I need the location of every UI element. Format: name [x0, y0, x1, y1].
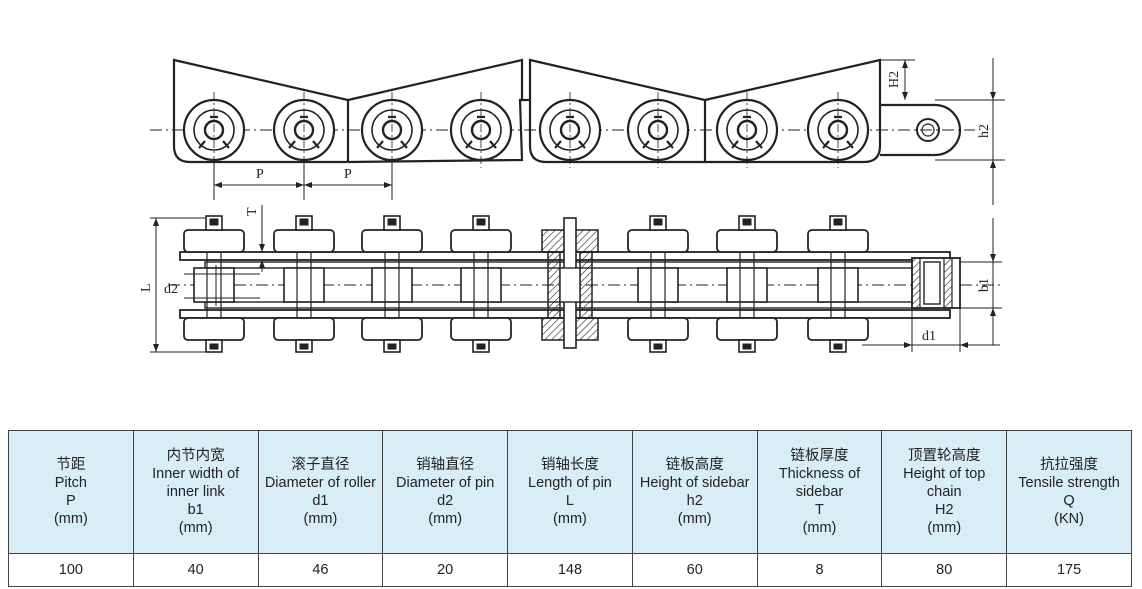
header-text: Diameter of roller: [264, 475, 377, 491]
header-text: Thickness of: [778, 466, 861, 482]
top-wheel: [627, 215, 689, 353]
sectioned-pin: [541, 217, 599, 349]
header-text: (mm): [927, 520, 962, 536]
sidebar-plate: [172, 58, 350, 164]
header-text: 销轴直径: [416, 457, 475, 473]
header-text: 滚子直径: [291, 457, 350, 473]
sidebar-plate: [528, 58, 707, 164]
header-text: (mm): [428, 511, 463, 527]
spec-header-d1: 滚子直径 Diameter of roller d1 (mm): [257, 430, 384, 554]
header-text: 顶置轮高度: [907, 448, 981, 464]
header-text: P: [66, 493, 76, 509]
spec-value-l: 148: [507, 553, 633, 587]
top-wheel: [361, 215, 423, 353]
roller: [538, 92, 602, 168]
top-wheel: [716, 215, 778, 353]
header-text: Pitch: [54, 475, 87, 491]
header-text: (mm): [677, 511, 712, 527]
header-text: Length of pin: [528, 475, 612, 491]
spec-value-p: 100: [8, 553, 134, 587]
spec-value-d2: 20: [382, 553, 509, 587]
header-text: L: [565, 493, 574, 509]
header-text: 内节内宽: [166, 448, 225, 464]
spec-value-d1: 46: [257, 553, 384, 587]
header-text: T: [815, 502, 824, 518]
pin-diameter-label: d2: [164, 282, 178, 297]
header-text: (KN): [1054, 511, 1084, 527]
spec-value-t: 8: [756, 553, 883, 587]
roller: [360, 92, 424, 168]
h2-top-label: H2: [887, 71, 902, 88]
roller: [449, 92, 513, 168]
h2-sidebar-label: h2: [977, 124, 992, 138]
roller: [272, 92, 336, 168]
header-text: Inner width of: [152, 466, 240, 482]
header-text: Tensile strength: [1018, 475, 1120, 491]
roller: [182, 92, 246, 168]
header-text: Height of sidebar: [639, 475, 750, 491]
sidebar-plate: [704, 58, 882, 164]
thickness-label: T: [245, 207, 260, 216]
header-text: sidebar: [795, 484, 844, 500]
pitch-label: P: [344, 167, 352, 182]
roller: [715, 92, 779, 168]
header-text: h2: [686, 493, 703, 509]
header-text: 链板高度: [665, 457, 724, 473]
spec-header-d2: 销轴直径 Diameter of pin d2 (mm): [382, 430, 509, 554]
top-wheel: [273, 215, 335, 353]
spec-header-b1: 内节内宽 Inner width of inner link b1 (mm): [132, 430, 259, 554]
header-text: chain: [926, 484, 962, 500]
header-text: Height of top: [903, 466, 986, 482]
header-text: H2: [934, 502, 954, 518]
pin-length-label: L: [139, 283, 154, 292]
header-text: 节距: [56, 457, 86, 473]
header-text: Diameter of pin: [396, 475, 495, 491]
top-wheel: [807, 215, 869, 353]
header-text: Q: [1063, 493, 1075, 509]
header-text: (mm): [553, 511, 587, 527]
sidebar-plate: [347, 58, 524, 164]
header-text: (mm): [802, 520, 837, 536]
header-text: 销轴长度: [540, 457, 599, 473]
top-wheel: [183, 215, 245, 353]
spec-value-b1: 40: [132, 553, 259, 587]
header-text: b1: [187, 502, 204, 518]
plan-view: [150, 205, 1002, 353]
spec-header-h2: 链板高度 Height of sidebar h2 (mm): [631, 430, 758, 554]
inner-width-label: b1: [977, 278, 992, 292]
spec-value-h2: 80: [881, 553, 1008, 587]
header-text: d1: [312, 493, 329, 509]
side-view: [150, 58, 1005, 205]
header-text: (mm): [53, 511, 88, 527]
spec-value-q: 175: [1006, 553, 1132, 587]
spec-value-h2: 60: [631, 553, 758, 587]
header-text: 链板厚度: [790, 448, 849, 464]
header-text: (mm): [303, 511, 338, 527]
header-text: (mm): [178, 520, 213, 536]
chain-technical-drawing: P P H2 h2 T L d2 b1 d1: [139, 58, 1005, 353]
end-link: [880, 103, 962, 157]
pitch-label: P: [256, 167, 264, 182]
roller-diameter-label: d1: [922, 329, 936, 344]
roller: [806, 92, 870, 168]
header-text: 抗拉强度: [1040, 457, 1099, 473]
top-wheel: [450, 215, 512, 353]
header-text: d2: [437, 493, 454, 509]
header-text: inner link: [166, 484, 225, 500]
roller: [626, 92, 690, 168]
